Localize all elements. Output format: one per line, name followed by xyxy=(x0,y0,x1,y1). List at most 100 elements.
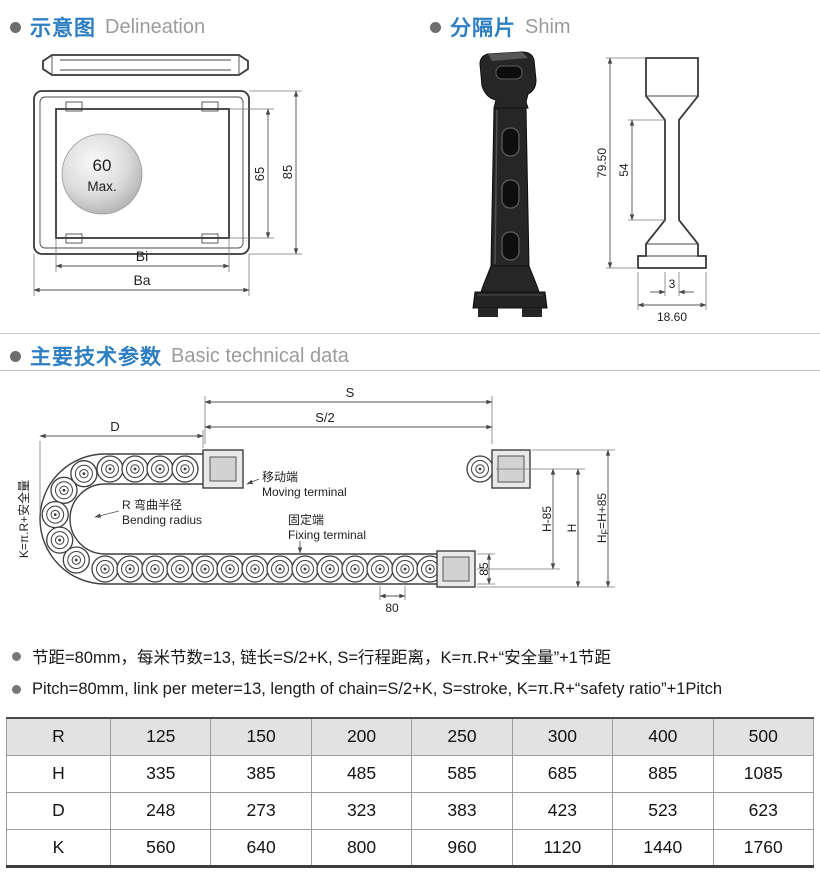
section-title-zh: 示意图 xyxy=(30,17,96,40)
row-label: D xyxy=(6,791,111,830)
chain-diagram: S S/2 D H-85 H HF=H+85 85 80 移动端 Moving … xyxy=(16,385,615,615)
table-cell: 1440 xyxy=(612,828,714,867)
section-title-en: Basic technical data xyxy=(171,344,349,367)
table-cell: 250 xyxy=(411,717,513,756)
fixed-terminal-block xyxy=(436,550,476,588)
bullet-icon xyxy=(12,651,21,661)
dimension-s: S xyxy=(204,385,493,405)
dimension-hf: HF=H+85 xyxy=(595,449,611,588)
bending-radius-label-en: Bending radius xyxy=(122,513,202,527)
dim-bi-label: Bi xyxy=(136,248,148,264)
moving-terminal-callout: 移动端 Moving terminal xyxy=(246,470,347,499)
dimension-s-half: S/2 xyxy=(204,410,493,430)
dim-mid-label: 54 xyxy=(617,163,631,177)
dimension-h-minus-85: H-85 xyxy=(540,468,556,570)
moving-terminal-label-zh: 移动端 xyxy=(262,470,298,484)
bullet-icon xyxy=(10,350,21,362)
fixing-terminal-callout: 固定端 Fixing terminal xyxy=(288,512,366,554)
dim-hf-label: HF=H+85 xyxy=(595,493,610,544)
dimension-54: 54 xyxy=(617,119,665,221)
shim-isometric xyxy=(472,51,548,317)
dim-h-label: H xyxy=(565,524,579,533)
section-title-zh: 分隔片 xyxy=(450,17,516,40)
table-cell: 323 xyxy=(310,791,413,830)
shim-drawing: 79.50 54 3 18.60 xyxy=(472,51,707,324)
table-cell: 125 xyxy=(109,717,212,756)
dimension-80: 80 xyxy=(379,593,406,615)
dimension-3: 3 xyxy=(650,272,694,296)
table-cell: 640 xyxy=(210,828,312,867)
dim-s-half-label: S/2 xyxy=(315,410,335,425)
note-zh: 节距=80mm，每米节数=13, 链长=S/2+K, S=行程距离，K=π.R+… xyxy=(12,644,611,668)
table-cell: 248 xyxy=(109,791,212,830)
dim-85-label: 85 xyxy=(280,165,295,179)
table-cell: 523 xyxy=(612,791,714,830)
table-row-k: K 560 640 800 960 1120 1440 1760 xyxy=(6,828,815,867)
table-cell: 560 xyxy=(109,828,212,867)
delineation-drawing: 60 Max. 65 85 Bi Ba xyxy=(33,54,302,296)
bending-radius-label-zh: R 弯曲半径 xyxy=(122,497,182,512)
table-cell: 300 xyxy=(511,717,614,756)
table-cell: 423 xyxy=(511,791,614,830)
table-cell: 685 xyxy=(511,754,614,793)
row-label: H xyxy=(6,754,111,793)
table-cell: 1085 xyxy=(712,754,815,793)
table-cell: 1120 xyxy=(511,828,614,867)
bullet-icon xyxy=(12,685,21,694)
table-cell: 485 xyxy=(310,754,413,793)
ball-value-label: 60 xyxy=(93,156,112,175)
dim-65-label: 65 xyxy=(252,167,267,181)
table-cell: 500 xyxy=(712,717,815,756)
table-cell: 383 xyxy=(411,791,513,830)
table-cell: 1760 xyxy=(712,828,815,867)
table-cell: 200 xyxy=(310,717,413,756)
row-label: R xyxy=(6,717,111,756)
section-header-technical: 主要技术参数 Basic technical data xyxy=(10,341,349,371)
bending-radius-callout: R 弯曲半径 Bending radius xyxy=(94,497,202,527)
dimension-bi: Bi xyxy=(55,238,230,272)
table-row-h: H 335 385 485 585 685 885 1085 xyxy=(6,754,815,793)
dim-h-minus-label: H-85 xyxy=(540,506,554,532)
dimension-85: 85 xyxy=(477,553,492,585)
bullet-icon xyxy=(10,21,21,33)
max-cable-ball: 60 Max. xyxy=(61,133,143,215)
k-formula-label: K=π.R+安全量 xyxy=(16,480,31,558)
table-cell: 960 xyxy=(411,828,513,867)
fixing-terminal-label-en: Fixing terminal xyxy=(288,528,366,542)
section-header-shim: 分隔片 Shim xyxy=(430,12,571,42)
dimension-18-60: 18.60 xyxy=(637,272,707,324)
dimension-d: D xyxy=(39,419,204,439)
dim-base-label: 18.60 xyxy=(657,310,687,324)
table-row-d: D 248 273 323 383 423 523 623 xyxy=(6,791,815,830)
table-cell: 885 xyxy=(612,754,714,793)
dim-ba-label: Ba xyxy=(133,272,150,288)
ball-max-label: Max. xyxy=(87,179,116,194)
table-cell: 800 xyxy=(310,828,413,867)
chain-link-cover xyxy=(42,54,249,76)
table-row-r: R 125 150 200 250 300 400 500 xyxy=(6,717,815,756)
dim-thickness-label: 3 xyxy=(669,277,676,291)
moving-terminal-block xyxy=(202,449,244,489)
dimension-ba: Ba xyxy=(33,254,250,296)
divider xyxy=(0,370,820,371)
note-zh-text: 节距=80mm，每米节数=13, 链长=S/2+K, S=行程距离，K=π.R+… xyxy=(32,649,611,667)
table-cell: 150 xyxy=(210,717,312,756)
dim-height-label: 79.50 xyxy=(595,148,609,178)
dimension-79-50: 79.50 xyxy=(595,57,646,269)
section-header-delineation: 示意图 Delineation xyxy=(10,12,205,42)
spec-table: R 125 150 200 250 300 400 500 H 335 385 … xyxy=(6,717,815,868)
dimension-85: 85 xyxy=(249,90,302,255)
shim-side-profile xyxy=(637,57,707,269)
section-title-zh: 主要技术参数 xyxy=(30,346,162,369)
table-cell: 335 xyxy=(109,754,212,793)
moving-terminal-label-en: Moving terminal xyxy=(262,485,347,499)
chain-band xyxy=(39,453,437,585)
section-title-en: Shim xyxy=(525,15,571,38)
dim-80-label: 80 xyxy=(385,601,399,615)
fixing-terminal-label-zh: 固定端 xyxy=(288,512,324,527)
note-en: Pitch=80mm, link per meter=13, length of… xyxy=(12,680,722,699)
table-cell: 585 xyxy=(411,754,513,793)
bullet-icon xyxy=(430,21,441,33)
note-en-text: Pitch=80mm, link per meter=13, length of… xyxy=(32,680,723,698)
section-title-en: Delineation xyxy=(105,15,206,38)
